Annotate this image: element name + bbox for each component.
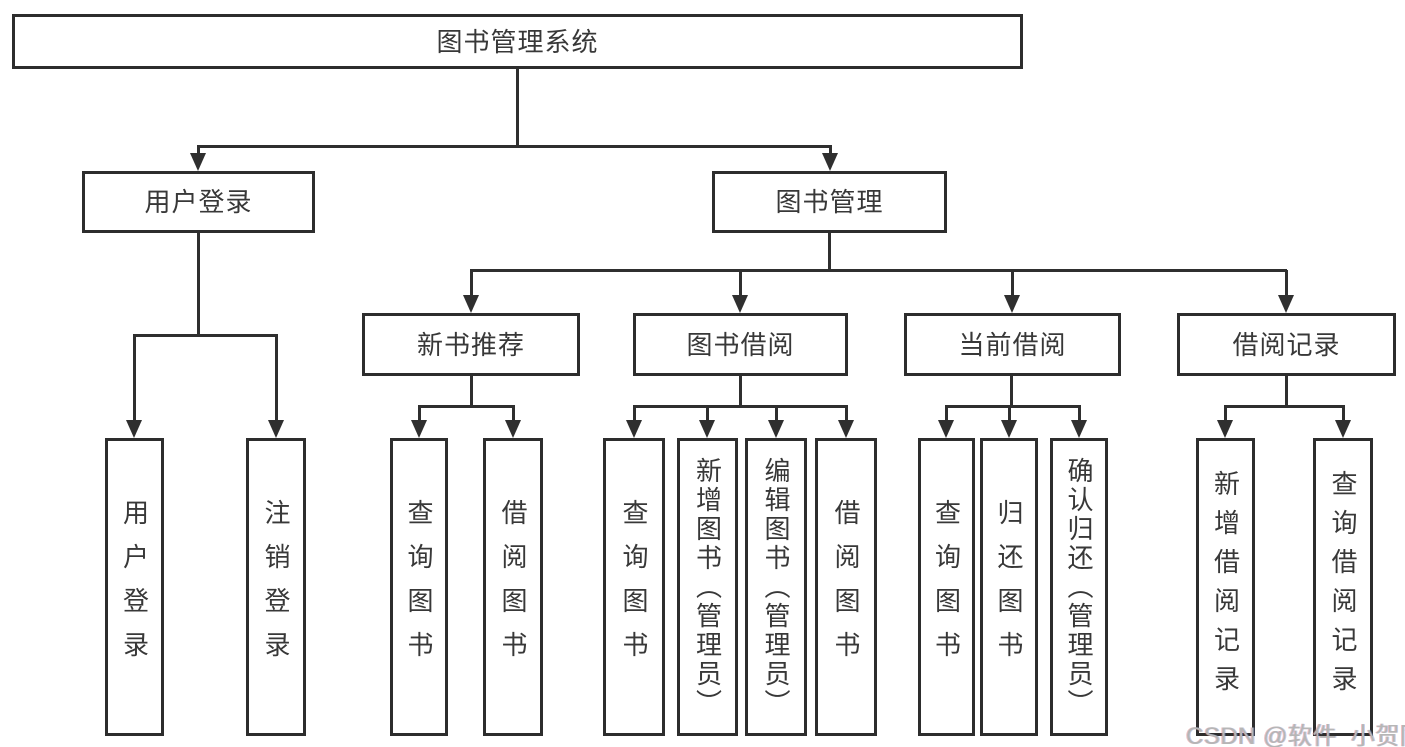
leaf-borrow-books-1-label: 借阅图书 — [498, 499, 528, 675]
arrowhead-icon — [699, 420, 715, 438]
arrowhead-icon — [838, 420, 854, 438]
leaf-add-borrow-record-label: 新增借阅记录 — [1210, 470, 1241, 704]
leaf-confirm-return-admin: 确认归还（管理员） — [1050, 438, 1108, 736]
node-new-book-recommend-label: 新书推荐 — [416, 329, 525, 360]
leaf-borrow-books-1: 借阅图书 — [483, 438, 543, 736]
connector-line — [739, 376, 742, 407]
node-book-management: 图书管理 — [712, 171, 947, 233]
watermark: CSDN @软件_小贺同学 — [1186, 723, 1405, 747]
node-root-label: 图书管理系统 — [436, 26, 599, 57]
connector-line — [1224, 406, 1227, 424]
leaf-user-login-label: 用户登录 — [119, 499, 150, 675]
node-book-borrow-label: 图书借阅 — [686, 329, 795, 360]
arrowhead-icon — [1335, 420, 1351, 438]
connector-line — [1285, 376, 1288, 407]
connector-line — [133, 335, 136, 424]
leaf-return-book-label: 归还图书 — [994, 499, 1024, 675]
leaf-query-books-3: 查询图书 — [918, 438, 975, 736]
leaf-query-borrow-record: 查询借阅记录 — [1313, 438, 1373, 736]
leaf-add-book-admin: 新增图书（管理员） — [677, 438, 738, 736]
connector-line — [1078, 406, 1081, 424]
leaf-query-books-1-label: 查询图书 — [404, 499, 434, 675]
connector-line — [775, 406, 778, 424]
connector-line — [828, 233, 831, 271]
leaf-logout: 注销登录 — [246, 438, 306, 736]
node-current-borrow-label: 当前借阅 — [958, 329, 1067, 360]
leaf-logout-label: 注销登录 — [261, 499, 291, 675]
leaf-query-books-2-label: 查询图书 — [619, 499, 649, 675]
arrowhead-icon — [732, 295, 748, 313]
connector-line — [633, 406, 636, 424]
node-current-borrow: 当前借阅 — [904, 313, 1121, 376]
arrowhead-icon — [505, 420, 521, 438]
connector-line — [739, 270, 742, 299]
leaf-add-borrow-record: 新增借阅记录 — [1196, 438, 1255, 736]
leaf-user-login: 用户登录 — [105, 438, 164, 736]
arrowhead-icon — [190, 153, 206, 171]
connector-line — [418, 405, 515, 408]
leaf-query-borrow-record-label: 查询借阅记录 — [1328, 470, 1358, 704]
node-user-login-label: 用户登录 — [144, 187, 253, 217]
arrowhead-icon — [938, 420, 954, 438]
leaf-return-book: 归还图书 — [980, 438, 1038, 736]
arrowhead-icon — [1278, 295, 1294, 313]
node-new-book-recommend: 新书推荐 — [362, 313, 580, 376]
node-borrow-record: 借阅记录 — [1177, 313, 1396, 376]
leaf-borrow-books-2: 借阅图书 — [815, 438, 877, 736]
connector-line — [197, 145, 832, 148]
leaf-query-books-3-label: 查询图书 — [931, 499, 962, 675]
connector-line — [470, 269, 1287, 272]
node-book-management-label: 图书管理 — [775, 187, 884, 217]
connector-line — [1224, 405, 1345, 408]
leaf-borrow-books-2-label: 借阅图书 — [831, 499, 861, 675]
arrowhead-icon — [268, 420, 284, 438]
arrowhead-icon — [626, 420, 642, 438]
connector-line — [275, 335, 278, 424]
connector-line — [945, 406, 948, 424]
node-user-login: 用户登录 — [82, 171, 315, 233]
connector-line — [418, 406, 421, 424]
leaf-query-books-2: 查询图书 — [603, 438, 665, 736]
arrowhead-icon — [126, 420, 142, 438]
connector-line — [512, 406, 515, 424]
leaf-confirm-return-admin-label: 确认归还（管理员） — [1064, 456, 1094, 718]
connector-line — [1010, 376, 1013, 407]
connector-line — [197, 233, 200, 335]
connector-line — [197, 146, 200, 158]
arrowhead-icon — [822, 153, 838, 171]
connector-line — [470, 376, 473, 407]
node-book-borrow: 图书借阅 — [633, 313, 848, 376]
connector-line — [945, 405, 1081, 408]
connector-line — [133, 334, 278, 337]
leaf-edit-book-admin-label: 编辑图书（管理员） — [761, 456, 791, 718]
connector-line — [633, 405, 848, 408]
arrowhead-icon — [411, 420, 427, 438]
node-borrow-record-label: 借阅记录 — [1232, 329, 1341, 360]
leaf-edit-book-admin: 编辑图书（管理员） — [745, 438, 807, 736]
arrowhead-icon — [768, 420, 784, 438]
connector-line — [516, 69, 519, 146]
connector-line — [1285, 270, 1288, 299]
arrowhead-icon — [1001, 420, 1017, 438]
node-root: 图书管理系统 — [12, 14, 1023, 69]
connector-line — [706, 406, 709, 424]
arrowhead-icon — [463, 295, 479, 313]
connector-line — [829, 146, 832, 158]
arrowhead-icon — [1004, 295, 1020, 313]
connector-line — [845, 406, 848, 424]
connector-line — [1342, 406, 1345, 424]
connector-line — [1008, 406, 1011, 424]
leaf-add-book-admin-label: 新增图书（管理员） — [692, 456, 723, 718]
leaf-query-books-1: 查询图书 — [390, 438, 448, 736]
arrowhead-icon — [1071, 420, 1087, 438]
arrowhead-icon — [1217, 420, 1233, 438]
connector-line — [470, 270, 473, 299]
connector-line — [1011, 270, 1014, 299]
